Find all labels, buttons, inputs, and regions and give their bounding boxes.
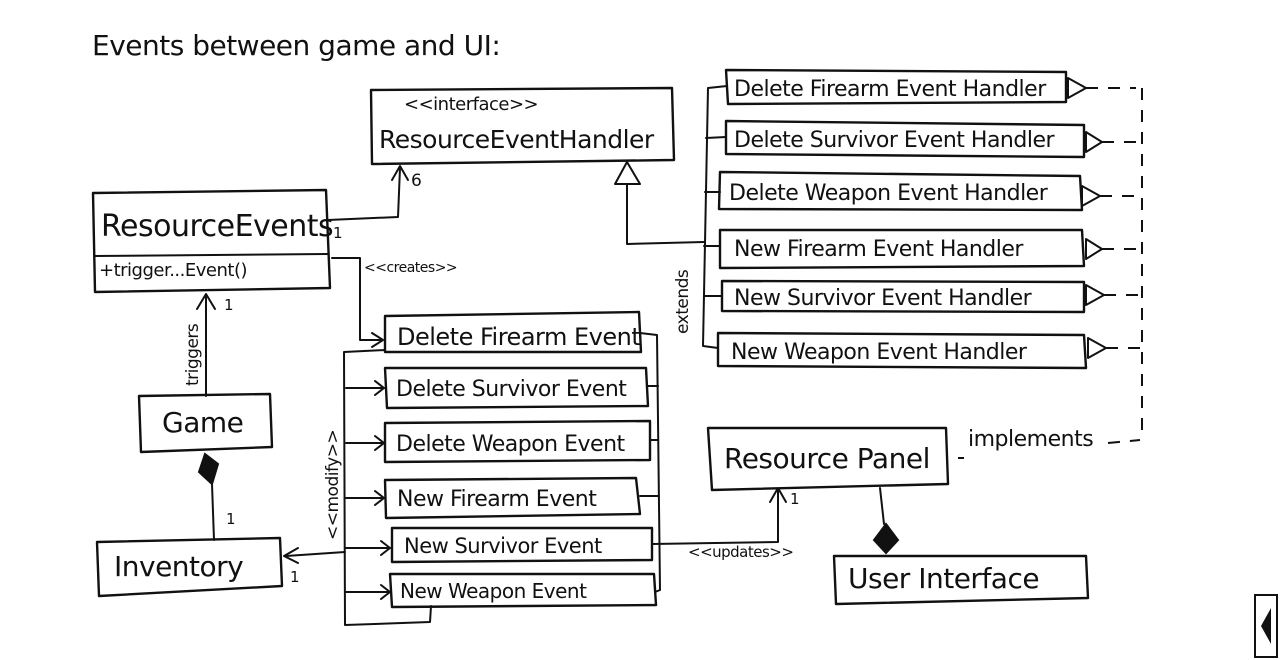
triggers-label: triggers	[183, 323, 203, 386]
multiplicity-triggers-1: 1	[224, 296, 233, 314]
extends-label: extends	[673, 269, 693, 334]
resource-panel-box[interactable]: Resource Panel	[706, 426, 950, 492]
handler-box-delete-weapon[interactable]: Delete Weapon Event Handler	[717, 170, 1084, 212]
multiplicity-inventory-arrow-1: 1	[290, 568, 299, 586]
multiplicity-panel-1: 1	[790, 490, 799, 508]
event-box-delete-survivor[interactable]: Delete Survivor Event	[383, 366, 650, 410]
multiplicity-handlers-6: 6	[411, 171, 421, 191]
user-interface-box[interactable]: User Interface	[832, 554, 1090, 606]
previous-slide-button[interactable]	[1254, 594, 1278, 658]
resource-events-method: +trigger...Event()	[99, 260, 247, 281]
resource-panel-label: Resource Panel	[724, 442, 930, 475]
resource-events-name: ResourceEvents	[101, 209, 333, 244]
handler-box-new-survivor[interactable]: New Survivor Event Handler	[720, 279, 1086, 314]
event-box-delete-weapon[interactable]: Delete Weapon Event	[383, 419, 652, 464]
event-box-delete-firearm[interactable]: Delete Firearm Event	[383, 310, 643, 354]
user-interface-label: User Interface	[848, 562, 1039, 595]
resource-events-box[interactable]: ResourceEvents +trigger...Event()	[91, 188, 334, 294]
event-label: New Survivor Event	[404, 534, 602, 558]
handler-box-delete-firearm[interactable]: Delete Firearm Event Handler	[724, 68, 1068, 106]
multiplicity-inventory-1: 1	[226, 510, 235, 528]
handler-label: Delete Firearm Event Handler	[734, 77, 1047, 102]
handler-label: Delete Weapon Event Handler	[729, 181, 1049, 206]
diagram-title: Events between game and UI:	[92, 29, 500, 62]
implements-label: implements	[968, 427, 1093, 452]
creates-label: <<creates>>	[364, 260, 457, 276]
event-label: Delete Firearm Event	[397, 323, 640, 351]
event-box-new-survivor[interactable]: New Survivor Event	[390, 526, 654, 564]
handler-box-delete-survivor[interactable]: Delete Survivor Event Handler	[724, 119, 1086, 159]
event-label: Delete Weapon Event	[396, 432, 626, 457]
handler-label: New Weapon Event Handler	[731, 340, 1028, 365]
event-label: Delete Survivor Event	[396, 377, 627, 402]
triangle-left-icon	[1261, 608, 1271, 644]
handler-box-new-firearm[interactable]: New Firearm Event Handler	[718, 228, 1086, 270]
game-label: Game	[162, 406, 243, 439]
updates-label: <<updates>>	[688, 543, 793, 561]
game-box[interactable]: Game	[137, 392, 274, 454]
modify-label: <<modify>>	[323, 430, 343, 540]
event-label: New Firearm Event	[397, 487, 597, 512]
handler-box-new-weapon[interactable]: New Weapon Event Handler	[716, 331, 1088, 370]
handler-label: New Firearm Event Handler	[734, 237, 1024, 262]
inventory-label: Inventory	[114, 550, 243, 583]
event-box-new-weapon[interactable]: New Weapon Event	[388, 572, 658, 609]
event-label: New Weapon Event	[400, 579, 587, 603]
event-box-new-firearm[interactable]: New Firearm Event	[383, 476, 642, 520]
inventory-box[interactable]: Inventory	[95, 536, 284, 598]
realization-arrows	[958, 77, 1143, 459]
interface-name: ResourceEventHandler	[379, 125, 655, 154]
handler-label: New Survivor Event Handler	[734, 286, 1033, 311]
multiplicity-events-1: 1	[333, 224, 342, 242]
handler-label: Delete Survivor Event Handler	[734, 128, 1055, 153]
interface-stereotype: <<interface>>	[404, 94, 538, 115]
interface-box[interactable]: <<interface>> ResourceEventHandler	[369, 86, 676, 166]
